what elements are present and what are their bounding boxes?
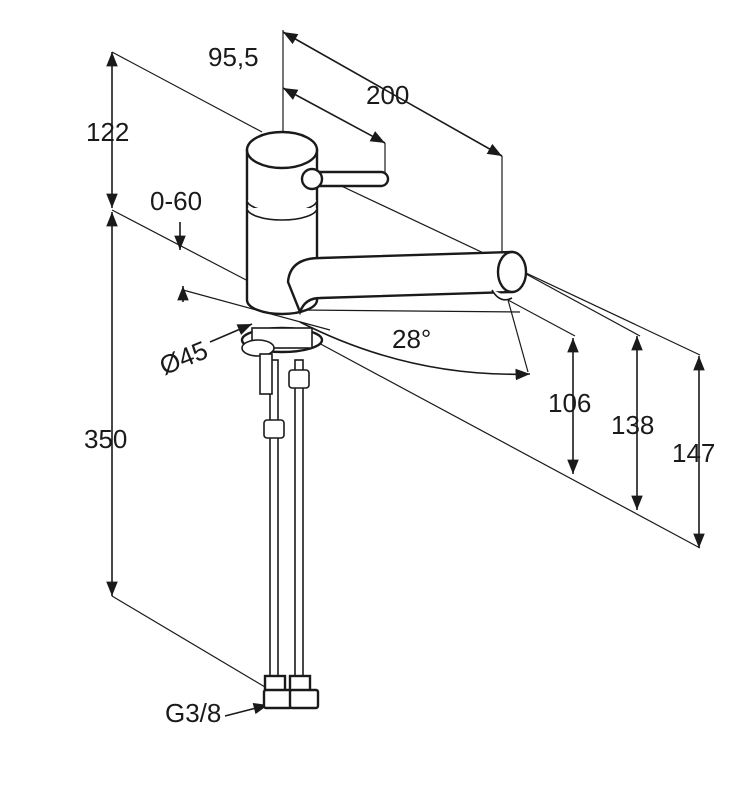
- ext-line-bottom: [111, 595, 271, 691]
- ext-line-138-top: [514, 267, 641, 337]
- dim-label-diam45: Ø45: [155, 335, 212, 381]
- ext-line-spout-swing: [507, 299, 529, 373]
- ext-line-106-top: [507, 299, 576, 337]
- faucet-body: [240, 130, 528, 710]
- spout: [286, 250, 514, 316]
- body-top-cap: [245, 130, 319, 170]
- hose-left: [269, 359, 279, 691]
- aerator: [491, 289, 513, 301]
- lever-handle: [310, 170, 390, 188]
- ext-line-top: [111, 51, 263, 133]
- dim-label-95-5: 95,5: [208, 42, 259, 72]
- dim-line-g3-8: [224, 702, 269, 717]
- fitting-right-base: [288, 688, 320, 710]
- dim-label-28deg: 28°: [392, 324, 431, 354]
- mounting-stud: [259, 353, 273, 395]
- hose-right: [294, 359, 304, 691]
- dimension-lines: [106, 30, 705, 717]
- lever-pivot: [300, 167, 324, 191]
- hose-clip-right: [288, 369, 310, 389]
- dim-label-200: 200: [366, 80, 409, 110]
- mounting-clamp: [241, 339, 275, 357]
- dim-label-106: 106: [548, 388, 591, 418]
- dim-label-0-60: 0-60: [150, 186, 202, 216]
- dimension-labels: 95,5 200 122 0-60 Ø45 28° 106 138 147 35…: [84, 42, 715, 728]
- ext-line-mid: [111, 209, 251, 283]
- dim-label-122: 122: [86, 117, 129, 147]
- dim-label-147: 147: [672, 438, 715, 468]
- ext-line-base-bottom: [301, 333, 701, 549]
- hose-clip-left: [263, 419, 285, 439]
- fitting-left-base: [262, 688, 294, 710]
- dim-label-g3-8: G3/8: [165, 698, 221, 728]
- dim-line-diam45: [209, 323, 253, 343]
- body-band-2: [246, 207, 318, 221]
- spout-outlet: [496, 250, 528, 294]
- dim-label-350: 350: [84, 424, 127, 454]
- dim-arc-28: [299, 321, 531, 381]
- dim-line-200: [282, 31, 503, 157]
- dim-label-138: 138: [611, 410, 654, 440]
- ext-line-swing-base: [299, 309, 521, 313]
